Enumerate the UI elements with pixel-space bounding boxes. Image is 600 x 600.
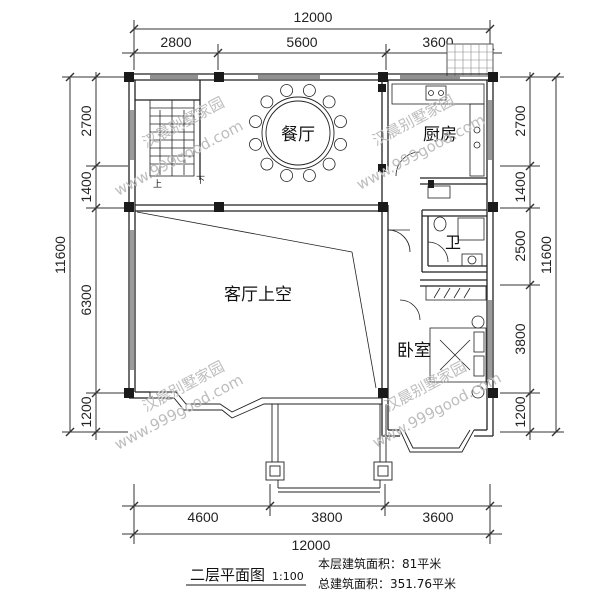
dim-bottom-seg-1: 4600 (187, 509, 218, 525)
dim-left-seg-2: 1400 (78, 171, 94, 202)
dining-chair (260, 157, 274, 171)
living-front-balcony (149, 391, 382, 419)
dim-left-total: 11600 (52, 236, 68, 274)
dim-right-seg-2: 1400 (512, 171, 528, 202)
dining-chair (322, 95, 336, 109)
dining-chair (302, 169, 316, 182)
staircase (149, 99, 195, 177)
dim-top-seg-3: 3600 (422, 34, 453, 50)
total-area-text: 总建筑面积：351.76平米 (318, 576, 456, 591)
dining-chair (280, 169, 294, 182)
bedroom-wardrobe (425, 285, 487, 301)
dining-chair (334, 115, 347, 128)
balcony-hatch (446, 43, 494, 77)
dim-top-seg-2: 5600 (286, 34, 317, 50)
dim-right-total: 11600 (538, 236, 554, 274)
room-label-kitchen: 厨房 (423, 125, 457, 145)
dining-chair (302, 84, 316, 97)
dining-chair (334, 137, 347, 151)
dim-top-seg-1: 2800 (160, 34, 191, 50)
floor-area-text: 本层建筑面积：81平米 (318, 556, 441, 571)
bedroom-bed (429, 315, 487, 399)
dim-left-seg-1: 2700 (78, 105, 94, 136)
dim-top-total: 12000 (294, 9, 333, 25)
doors (387, 151, 449, 321)
bedroom-bay-window (399, 429, 475, 453)
dining-chair (249, 137, 262, 151)
living-void-lines (136, 211, 377, 389)
dim-bottom-seg-3: 3600 (422, 509, 453, 525)
dim-bottom-seg-2: 3800 (311, 509, 342, 525)
dimension-lines (62, 20, 564, 544)
dim-left-seg-4: 1200 (78, 396, 94, 427)
dim-right-seg-4: 3800 (512, 323, 528, 354)
stair-up-label: 上 (153, 179, 162, 190)
windows (130, 75, 492, 380)
dining-chair (280, 84, 294, 97)
dim-right-seg-3: 2500 (512, 230, 528, 261)
dimension-ticks (65, 24, 561, 539)
dining-chairs (249, 84, 347, 182)
stair-down-label: 下 (196, 176, 205, 186)
structural-columns (124, 72, 498, 398)
dim-left-seg-3: 6300 (78, 284, 94, 315)
room-label-bedroom: 卧室 (397, 341, 431, 361)
dining-chair (260, 95, 274, 109)
bathroom-fixtures (433, 216, 485, 267)
dining-table (261, 96, 335, 170)
drawing-scale: 1:100 (272, 570, 304, 583)
room-label-dining: 餐厅 (281, 125, 315, 145)
entrance-canopy (265, 404, 393, 493)
dining-chair (249, 115, 262, 128)
room-label-bathroom: 卫 (445, 233, 461, 252)
dim-right-seg-5: 1200 (512, 396, 528, 427)
drawing-title: 二层平面图 (190, 566, 265, 584)
room-label-living-void: 客厅上空 (224, 285, 292, 305)
kitchen-fixtures (391, 83, 485, 199)
dim-right-seg-1: 2700 (512, 105, 528, 136)
dining-chair (322, 157, 336, 171)
walls (128, 73, 494, 437)
dim-bottom-total: 12000 (292, 537, 331, 553)
